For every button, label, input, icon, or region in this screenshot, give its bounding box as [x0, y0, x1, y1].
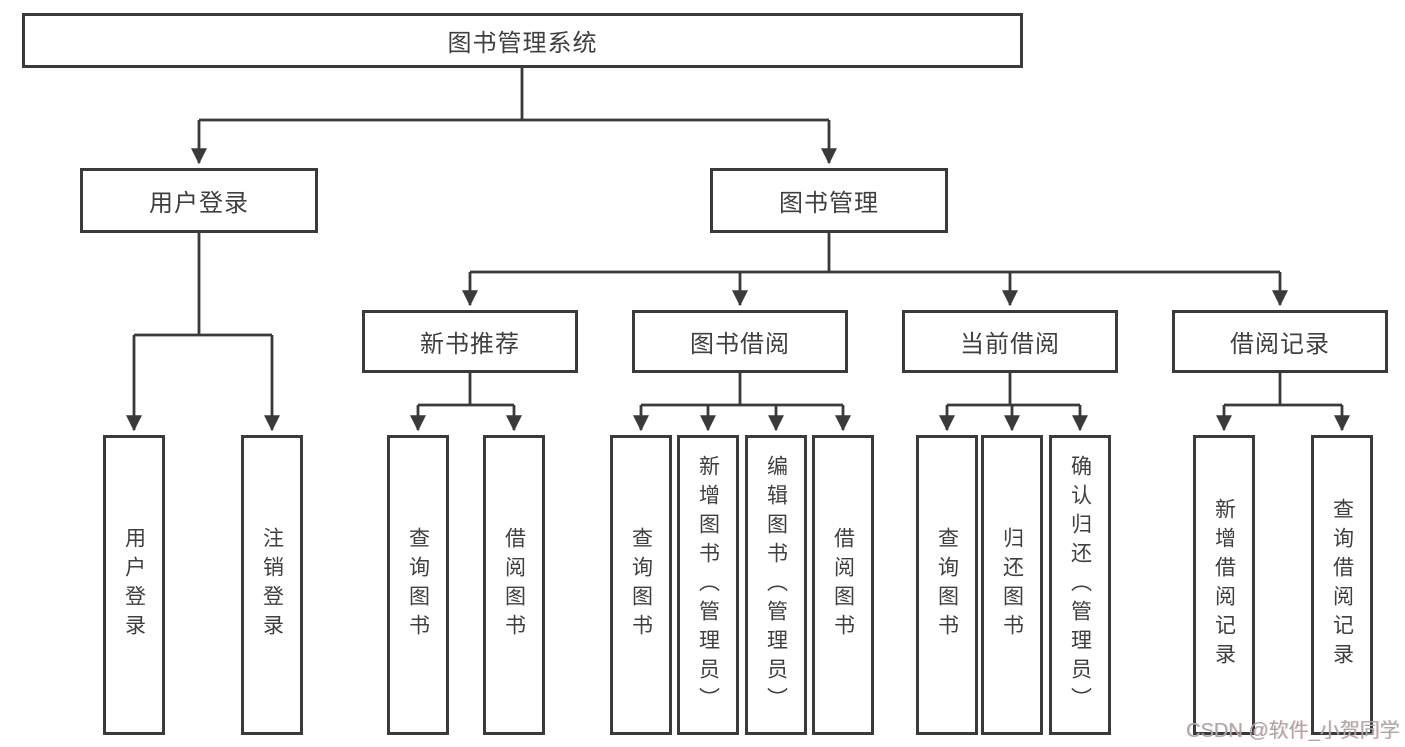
leaf-add-books-admin: 新增图书（管理员） [677, 435, 739, 735]
node-label: 归还图书 [1000, 527, 1024, 643]
node-label: 新增图书（管理员） [696, 454, 720, 716]
node-label: 借阅记录 [1230, 331, 1330, 358]
leaf-query-books-borrowing: 查询图书 [610, 435, 672, 735]
leaf-return-books: 归还图书 [981, 435, 1043, 735]
node-label: 编辑图书（管理员） [764, 454, 788, 716]
node-label: 查询图书 [629, 527, 653, 643]
node-label: 查询借阅记录 [1330, 498, 1354, 672]
node-current-borrowing: 当前借阅 [902, 310, 1118, 373]
leaf-logout: 注销登录 [241, 435, 303, 735]
csdn-watermark: CSDN @软件_小贺同学 [1186, 720, 1400, 742]
node-label: 查询图书 [406, 527, 430, 643]
node-label: 新书推荐 [420, 331, 520, 358]
node-label: 借阅图书 [502, 527, 526, 643]
leaf-query-borrow-record: 查询借阅记录 [1311, 435, 1373, 735]
leaf-user-login: 用户登录 [103, 435, 165, 735]
node-book-management-module: 图书管理 [710, 168, 948, 233]
leaf-query-books-recommend: 查询图书 [387, 435, 449, 735]
node-new-book-recommendation: 新书推荐 [362, 310, 578, 373]
node-label: 注销登录 [260, 527, 284, 643]
leaf-edit-books-admin: 编辑图书（管理员） [745, 435, 807, 735]
node-library-management-system: 图书管理系统 [22, 13, 1023, 68]
node-label: 借阅图书 [831, 527, 855, 643]
node-label: 确认归还（管理员） [1068, 454, 1092, 716]
node-borrowing-records: 借阅记录 [1172, 310, 1388, 373]
node-label: 查询图书 [935, 527, 959, 643]
node-label: 当前借阅 [960, 331, 1060, 358]
leaf-query-books-current: 查询图书 [916, 435, 978, 735]
node-label: 新增借阅记录 [1212, 498, 1236, 672]
leaf-confirm-return-admin: 确认归还（管理员） [1049, 435, 1111, 735]
node-book-borrowing: 图书借阅 [632, 310, 848, 373]
node-label: 图书借阅 [690, 331, 790, 358]
leaf-borrow-books-recommend: 借阅图书 [483, 435, 545, 735]
node-label: 用户登录 [149, 190, 249, 217]
leaf-borrow-books: 借阅图书 [812, 435, 874, 735]
node-user-login-module: 用户登录 [80, 168, 318, 233]
node-label: 用户登录 [122, 527, 146, 643]
leaf-add-borrow-record: 新增借阅记录 [1193, 435, 1255, 735]
node-label: 图书管理系统 [447, 30, 598, 57]
node-label: 图书管理 [779, 190, 879, 217]
